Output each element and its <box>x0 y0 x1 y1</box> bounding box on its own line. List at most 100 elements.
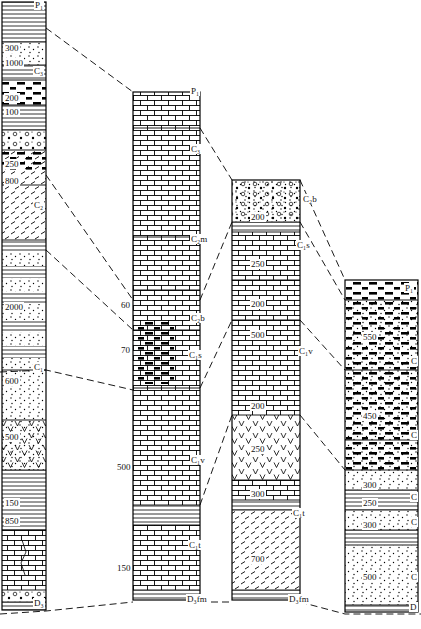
sandstone-bed <box>345 300 418 470</box>
thickness-value: 150 <box>4 498 20 508</box>
tuff-bed <box>2 185 46 240</box>
thickness-value: 200 <box>250 299 266 309</box>
conglomerate-bed <box>232 180 300 222</box>
column-section <box>232 180 300 600</box>
shale-bed <box>2 105 46 130</box>
shale-bed <box>232 500 300 510</box>
correlation-line <box>300 222 345 300</box>
thickness-value: 500 <box>362 572 378 582</box>
thickness-value: 800 <box>4 176 20 186</box>
shale-bed <box>345 490 418 510</box>
sandstone-bed <box>345 510 418 530</box>
thickness-value: 250 <box>250 444 266 454</box>
base-line <box>0 602 421 614</box>
shale-bed <box>2 470 46 530</box>
shale-bed <box>232 222 300 232</box>
sandstone-bed <box>2 278 46 292</box>
thickness-value: 60 <box>120 300 131 310</box>
shale-bed <box>2 240 46 252</box>
shale-bed <box>345 605 418 612</box>
correlation-line <box>300 415 345 470</box>
stratum-index: C₁t <box>292 508 306 518</box>
stratum-index: P₁ <box>34 0 44 10</box>
stratum-index: C₁ <box>33 362 44 372</box>
thickness-value: 500 <box>116 462 132 472</box>
thickness-value: 700 <box>250 554 266 564</box>
limestone-bed <box>133 525 200 590</box>
limestone-bed <box>2 530 46 590</box>
coal-bed <box>2 150 46 170</box>
thickness-value: 300 <box>362 520 378 530</box>
stratum-index: C₁s <box>296 240 311 250</box>
sandstone-bed <box>2 358 46 420</box>
thickness-value: 250 <box>362 498 378 508</box>
stratum-index: C₂b <box>190 313 206 323</box>
thickness-value: 600 <box>4 376 20 386</box>
column-outline <box>345 280 418 612</box>
bed-boundary <box>232 222 300 590</box>
stratum-index: C <box>410 356 418 366</box>
thickness-value: 850 <box>4 516 20 526</box>
thickness-value: 450 <box>362 411 378 421</box>
stratum-index: C₂ <box>33 200 44 210</box>
stratum-index: C₃ <box>33 66 44 76</box>
thickness-value: 200 <box>250 212 266 222</box>
thickness-value: 500 <box>4 432 20 442</box>
stratum-index: C₁s <box>188 350 203 360</box>
coal-bed <box>2 80 46 105</box>
thickness-value: 500 <box>250 330 266 340</box>
column-section <box>133 92 200 600</box>
thickness-value: 200 <box>250 401 266 411</box>
stratum-index: D₃ <box>33 598 45 608</box>
column-section <box>2 2 46 610</box>
thickness-value: 300 <box>362 480 378 490</box>
stratum-index: C <box>410 572 418 582</box>
sandstone-bed <box>2 252 46 266</box>
conglomerate-bed <box>2 130 46 150</box>
thickness-value: 300 <box>4 43 20 53</box>
sandstone-bed <box>345 545 418 605</box>
correlation-line <box>46 175 133 300</box>
column-ground <box>345 280 418 612</box>
correlation-line <box>0 370 133 390</box>
stratum-index: C <box>410 430 418 440</box>
thickness-value: 70 <box>120 345 131 355</box>
column-ground <box>232 180 300 600</box>
shale-bed <box>345 530 418 545</box>
shale-bed <box>2 266 46 278</box>
thickness-value: 550 <box>362 332 378 342</box>
stratum-index: C₂m <box>190 234 208 244</box>
column-ground <box>2 2 46 610</box>
stratum-index: C <box>410 492 418 502</box>
thickness-value: 250 <box>4 159 20 169</box>
stratum-index: C₁t <box>188 540 202 550</box>
sandstone-bed <box>2 420 46 470</box>
stratum-index: D₃fm <box>288 594 310 604</box>
stratum-index: C₂b <box>302 194 318 204</box>
thickness-value: 1000 <box>4 58 24 68</box>
thickness-value: 250 <box>250 259 266 269</box>
shale-bed <box>133 505 200 525</box>
stratum-index: C₃ <box>190 144 201 154</box>
volcanic-bed <box>232 415 300 480</box>
thickness-value: 100 <box>4 107 20 117</box>
correlation-line <box>300 320 345 370</box>
stratum-index: P₁ <box>404 283 414 293</box>
stratum-index: C₁v <box>190 455 206 465</box>
correlation-line <box>200 320 232 388</box>
column-ground <box>133 92 200 600</box>
shale-bed <box>2 320 46 332</box>
correlation-line <box>46 250 133 330</box>
correlation-line <box>300 180 345 280</box>
volcanic-bed <box>2 420 46 470</box>
thickness-value: 200 <box>4 93 20 103</box>
column-outline <box>232 180 300 600</box>
stratum-index: P₁ <box>190 86 200 96</box>
column-outline <box>2 2 46 610</box>
correlation-line <box>46 28 133 92</box>
coal-bed <box>345 300 418 470</box>
bed-boundary <box>345 300 418 605</box>
